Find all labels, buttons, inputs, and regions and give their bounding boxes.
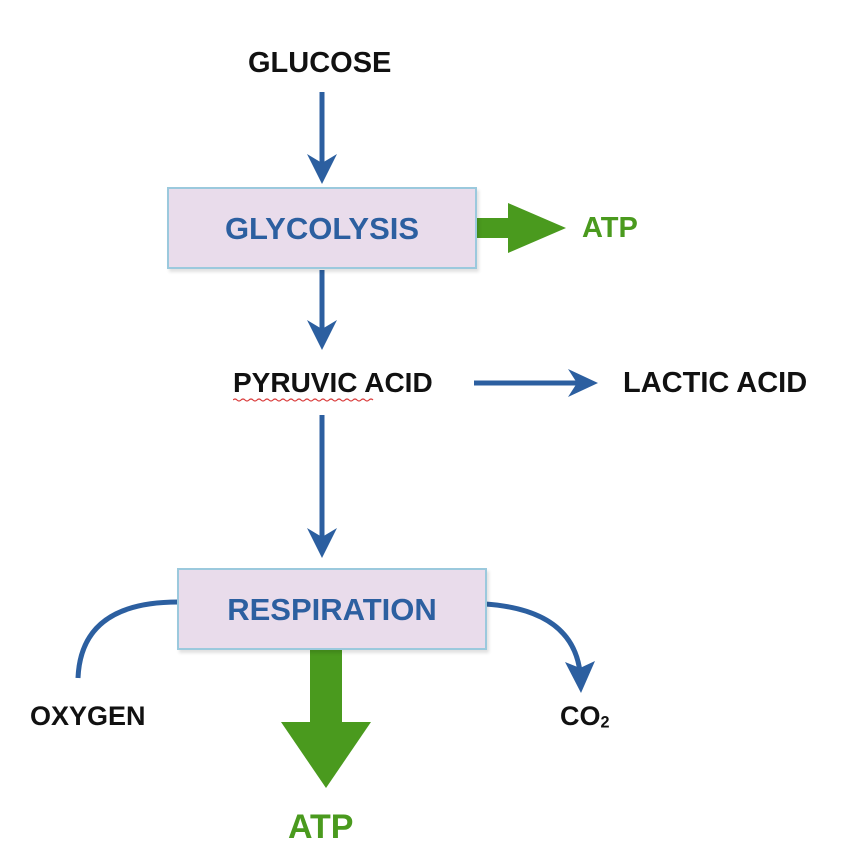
arrow-respiration-to-co2 bbox=[484, 601, 595, 693]
arrow-respiration-to-atp bbox=[281, 650, 371, 788]
arrow-glucose-to-glycolysis bbox=[307, 92, 337, 184]
lactic-acid-label: LACTIC ACID bbox=[623, 367, 808, 399]
arrow-oxygen-to-respiration bbox=[75, 599, 179, 679]
arrow-glycolysis-to-pyruvic bbox=[307, 270, 337, 350]
glycolysis-label: GLYCOLYSIS bbox=[224, 210, 420, 246]
co2-label: CO2 bbox=[560, 703, 610, 731]
co2-main: CO bbox=[560, 701, 601, 731]
oxygen-label: OXYGEN bbox=[30, 701, 146, 731]
atp-glycolysis-label: ATP bbox=[582, 212, 638, 244]
respiration-box: RESPIRATION bbox=[177, 568, 487, 650]
arrow-pyruvic-to-lactic bbox=[474, 369, 598, 397]
acid-word: ACID bbox=[364, 367, 433, 398]
atp-respiration-label: ATP bbox=[288, 808, 354, 846]
pyruvic-word: PYRUVIC bbox=[233, 367, 358, 398]
co2-subscript: 2 bbox=[600, 713, 610, 732]
glycolysis-box: GLYCOLYSIS bbox=[167, 187, 477, 269]
spellcheck-underline bbox=[233, 398, 374, 402]
arrow-glycolysis-to-atp bbox=[476, 203, 566, 253]
glucose-label: GLUCOSE bbox=[248, 47, 392, 79]
respiration-label: RESPIRATION bbox=[227, 591, 437, 627]
arrow-pyruvic-to-respiration bbox=[307, 415, 337, 558]
pyruvic-acid-label: PYRUVIC ACID bbox=[233, 369, 433, 397]
